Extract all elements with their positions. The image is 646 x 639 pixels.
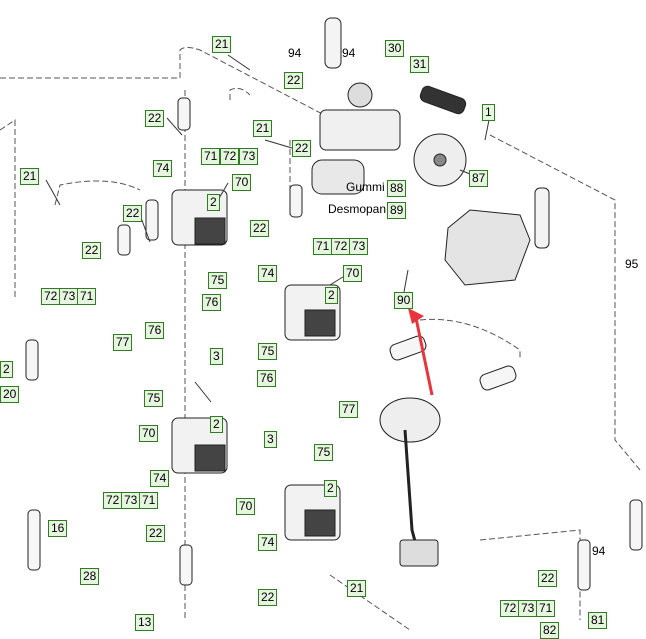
hose-segments: [25, 97, 643, 591]
callout-22: 22: [146, 525, 166, 542]
label-gummi: Gummi: [346, 180, 385, 194]
callout-21: 21: [253, 120, 273, 137]
callout-75: 75: [144, 390, 164, 407]
callout-75: 75: [208, 272, 228, 289]
callout-74: 74: [258, 534, 278, 551]
callout-1: 1: [482, 104, 495, 121]
callout-2: 2: [325, 287, 338, 304]
label-94: 94: [342, 46, 356, 60]
callout-22: 22: [123, 205, 143, 222]
callout-73: 73: [59, 288, 79, 305]
callout-71: 71: [77, 288, 97, 305]
hand-pump: [379, 397, 441, 567]
callout-77: 77: [339, 401, 359, 418]
callout-31: 31: [410, 56, 430, 73]
callout-3: 3: [264, 431, 277, 448]
callout-71: 71: [536, 600, 556, 617]
callout-82: 82: [540, 622, 560, 639]
callout-28: 28: [80, 568, 100, 585]
callout-74: 74: [153, 160, 173, 177]
callout-73: 73: [518, 600, 538, 617]
label-desmopan: Desmopan: [328, 202, 387, 216]
callout-88: 88: [387, 180, 407, 197]
label-94: 94: [288, 46, 302, 60]
callout-90: 90: [394, 292, 414, 309]
callout-2: 2: [0, 361, 13, 378]
callout-20: 20: [0, 386, 20, 403]
callout-73: 73: [239, 148, 259, 165]
callout-70: 70: [139, 425, 159, 442]
callout-75: 75: [258, 343, 278, 360]
callout-76: 76: [145, 322, 165, 339]
callout-73: 73: [121, 492, 141, 509]
callout-13: 13: [135, 614, 155, 631]
callout-22: 22: [145, 110, 165, 127]
callout-21: 21: [347, 580, 367, 597]
callout-22: 22: [82, 242, 102, 259]
callout-21: 21: [212, 36, 232, 53]
pump-assembly: [311, 17, 550, 286]
callout-21: 21: [20, 168, 40, 185]
callout-87: 87: [469, 170, 489, 187]
callout-72: 72: [331, 238, 351, 255]
callout-2: 2: [324, 480, 337, 497]
callout-3: 3: [210, 348, 223, 365]
label-94: 94: [592, 544, 606, 558]
callout-72: 72: [500, 600, 520, 617]
callout-22: 22: [538, 570, 558, 587]
callout-76: 76: [202, 294, 222, 311]
callout-72: 72: [220, 148, 240, 165]
callout-77: 77: [113, 334, 133, 351]
callout-22: 22: [292, 140, 312, 157]
callout-73: 73: [349, 238, 369, 255]
callout-30: 30: [385, 40, 405, 57]
highlight-arrow-head: [408, 308, 424, 324]
callout-74: 74: [150, 470, 170, 487]
callout-16: 16: [48, 520, 68, 537]
callout-22: 22: [258, 589, 278, 606]
callout-70: 70: [343, 265, 363, 282]
callout-70: 70: [236, 498, 256, 515]
callout-70: 70: [232, 174, 252, 191]
callout-2: 2: [207, 194, 220, 211]
callout-22: 22: [284, 72, 304, 89]
callout-72: 72: [41, 288, 61, 305]
callout-22: 22: [250, 220, 270, 237]
label-95: 95: [625, 257, 639, 271]
callout-71: 71: [313, 238, 333, 255]
callout-72: 72: [103, 492, 123, 509]
highlight-arrow-shaft: [414, 317, 434, 396]
callout-2: 2: [210, 416, 223, 433]
callout-76: 76: [257, 370, 277, 387]
callout-89: 89: [387, 202, 407, 219]
callout-74: 74: [258, 265, 278, 282]
callout-81: 81: [588, 612, 608, 629]
callout-71: 71: [139, 492, 159, 509]
callout-75: 75: [314, 444, 334, 461]
callout-71: 71: [201, 148, 221, 165]
